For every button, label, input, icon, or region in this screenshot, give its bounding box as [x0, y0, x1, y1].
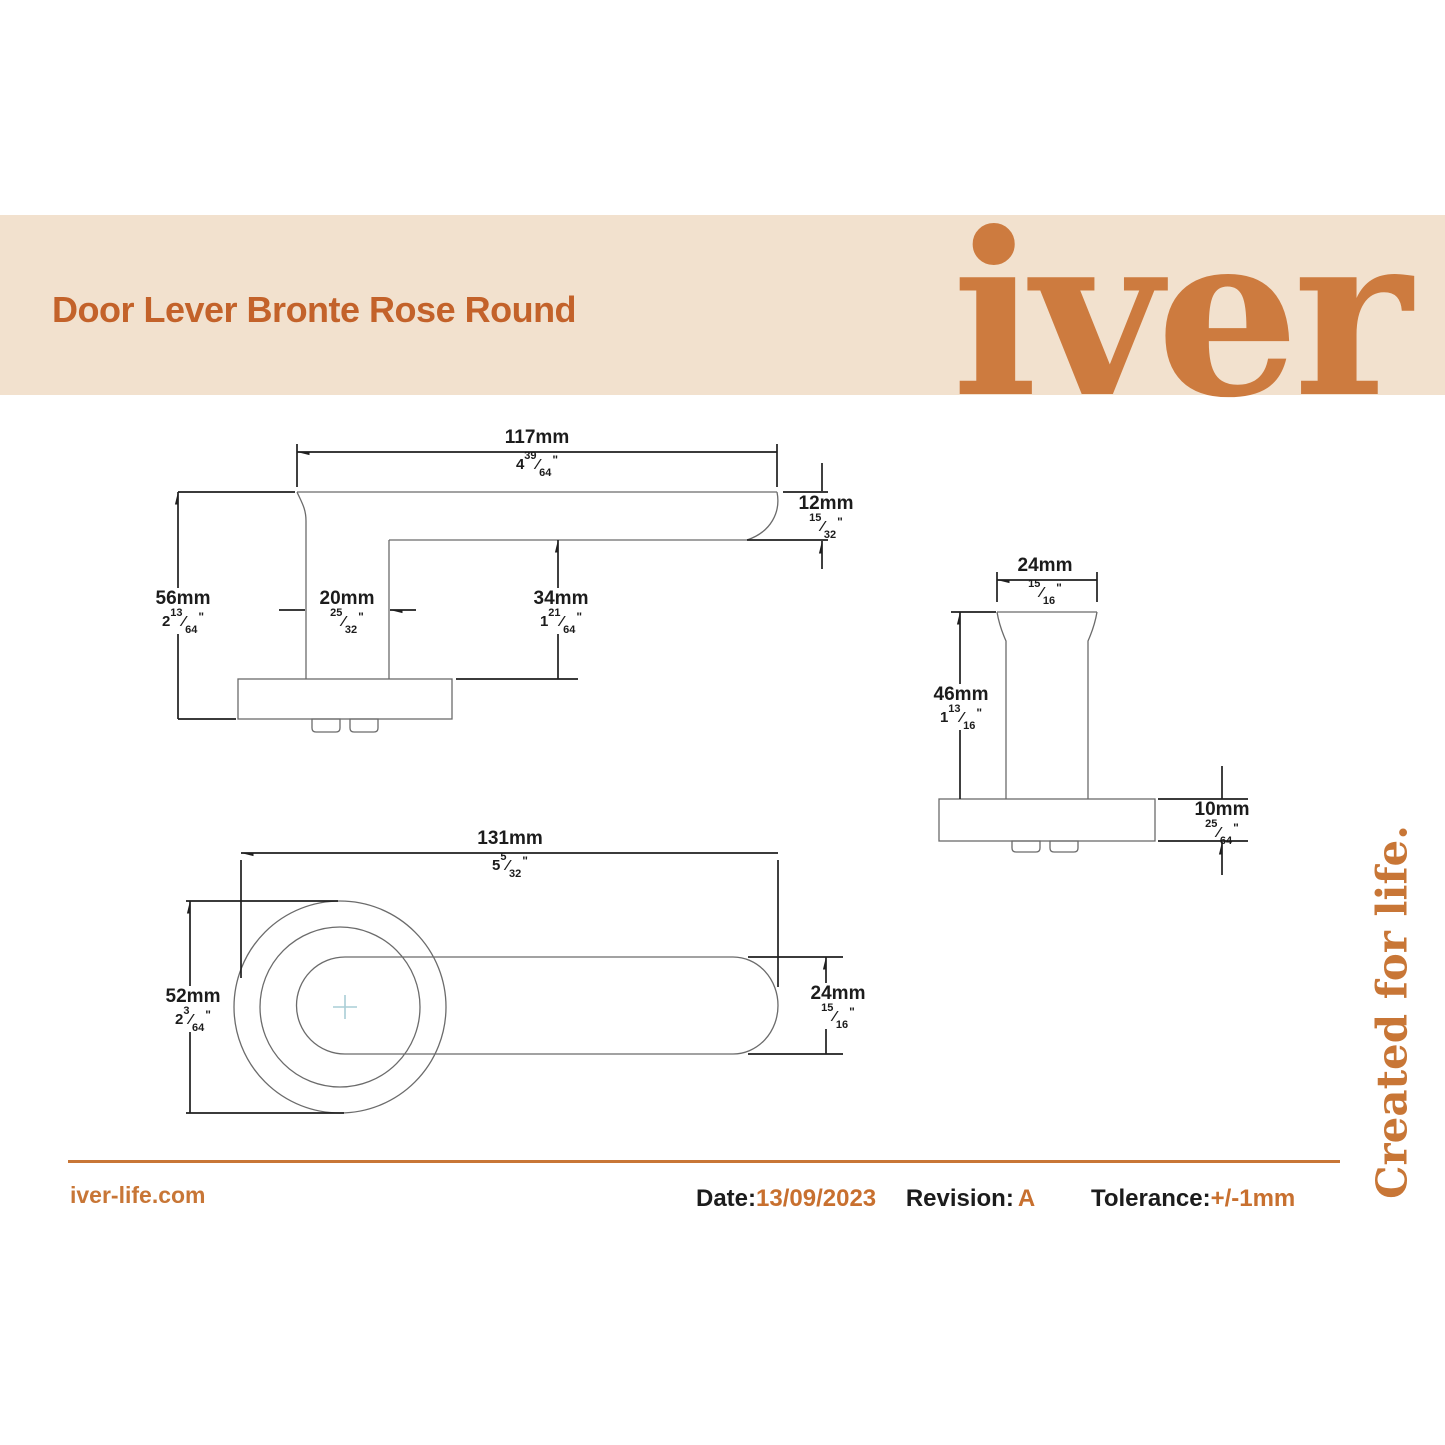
dimension-label-117mm: 117mm 439⁄64" — [504, 427, 570, 479]
dim-inch-value: 55⁄32" — [492, 851, 528, 880]
dimension-label-10mm: 10mm 25⁄64" — [1194, 799, 1250, 847]
tolerance-value: +/-1mm — [1210, 1185, 1296, 1212]
dim-mm-value: 20mm — [319, 588, 375, 609]
dim-inch-value: 15⁄16" — [821, 1002, 855, 1031]
dim-inch-value: 439⁄64" — [515, 450, 559, 479]
dimension-label-131mm: 131mm 55⁄32" — [477, 828, 543, 880]
dim-inch-value: 23⁄64" — [175, 1005, 211, 1034]
dim-mm-value: 24mm — [1017, 555, 1073, 576]
dimension-label-24mm-end: 24mm 15⁄16" — [1017, 555, 1073, 607]
end-clip-right — [1049, 840, 1079, 853]
dimension-label-20mm: 20mm 25⁄32" — [319, 588, 375, 636]
dim-mm-value: 34mm — [533, 588, 589, 609]
dim-inch-value: 25⁄32" — [330, 607, 364, 636]
dimension-label-12mm: 12mm 15⁄32" — [798, 493, 854, 541]
end-stem-left-edge — [996, 611, 1007, 799]
dimension-label-52mm: 52mm 23⁄64" — [161, 986, 225, 1034]
revision-label: Revision: — [905, 1185, 1014, 1212]
dim-mm-value: 131mm — [477, 828, 543, 849]
end-clip-left — [1011, 840, 1041, 853]
dim-inch-value: 15⁄32" — [809, 512, 843, 541]
date-value: 13/09/2023 — [756, 1185, 877, 1212]
tagline: Created for life. — [1367, 825, 1417, 1199]
side-clip-left — [311, 718, 341, 733]
dim-mm-value: 12mm — [798, 493, 854, 514]
dim-mm-value: 24mm — [810, 983, 866, 1004]
dimension-label-34mm: 34mm 121⁄64" — [529, 588, 593, 636]
dim-mm-value: 117mm — [504, 427, 570, 448]
dimension-label-24mm-top: 24mm 15⁄16" — [806, 983, 870, 1031]
side-clip-right — [349, 718, 379, 733]
dim-inch-value: 25⁄64" — [1205, 818, 1239, 847]
footer-meta: Date:13/09/2023 Revision:A Tolerance:+/-… — [696, 1185, 1295, 1213]
dimension-label-56mm: 56mm 213⁄64" — [151, 588, 215, 636]
website-link[interactable]: iver-life.com — [70, 1182, 206, 1208]
dim-inch-value: 213⁄64" — [161, 607, 205, 636]
top-rose-inner-circle — [259, 926, 421, 1088]
part-outlines — [233, 491, 1156, 1114]
date-label: Date: — [696, 1185, 757, 1212]
revision-value: A — [1017, 1185, 1035, 1212]
dimension-label-46mm: 46mm 113⁄16" — [929, 684, 993, 732]
dim-mm-value: 46mm — [933, 684, 989, 705]
side-rose-plate — [237, 678, 453, 720]
dim-mm-value: 52mm — [165, 986, 221, 1007]
tolerance-label: Tolerance: — [1090, 1185, 1211, 1212]
dim-mm-value: 10mm — [1194, 799, 1250, 820]
dim-inch-value: 15⁄16" — [1028, 578, 1062, 607]
footer-divider — [68, 1160, 1340, 1163]
header-band — [0, 215, 1445, 395]
end-rose-plate — [938, 798, 1156, 842]
end-stem-right-edge — [1087, 611, 1098, 799]
top-lever-outline — [295, 956, 779, 1055]
center-cross — [333, 995, 357, 1019]
page-title: Door Lever Bronte Rose Round — [52, 289, 577, 330]
dim-inch-value: 113⁄16" — [939, 703, 983, 732]
dim-inch-value: 121⁄64" — [539, 607, 583, 636]
iver-logo: iver — [952, 184, 1412, 448]
side-stem-left-edge — [296, 491, 307, 679]
dim-mm-value: 56mm — [155, 588, 211, 609]
side-lever-end-curve — [746, 491, 779, 541]
